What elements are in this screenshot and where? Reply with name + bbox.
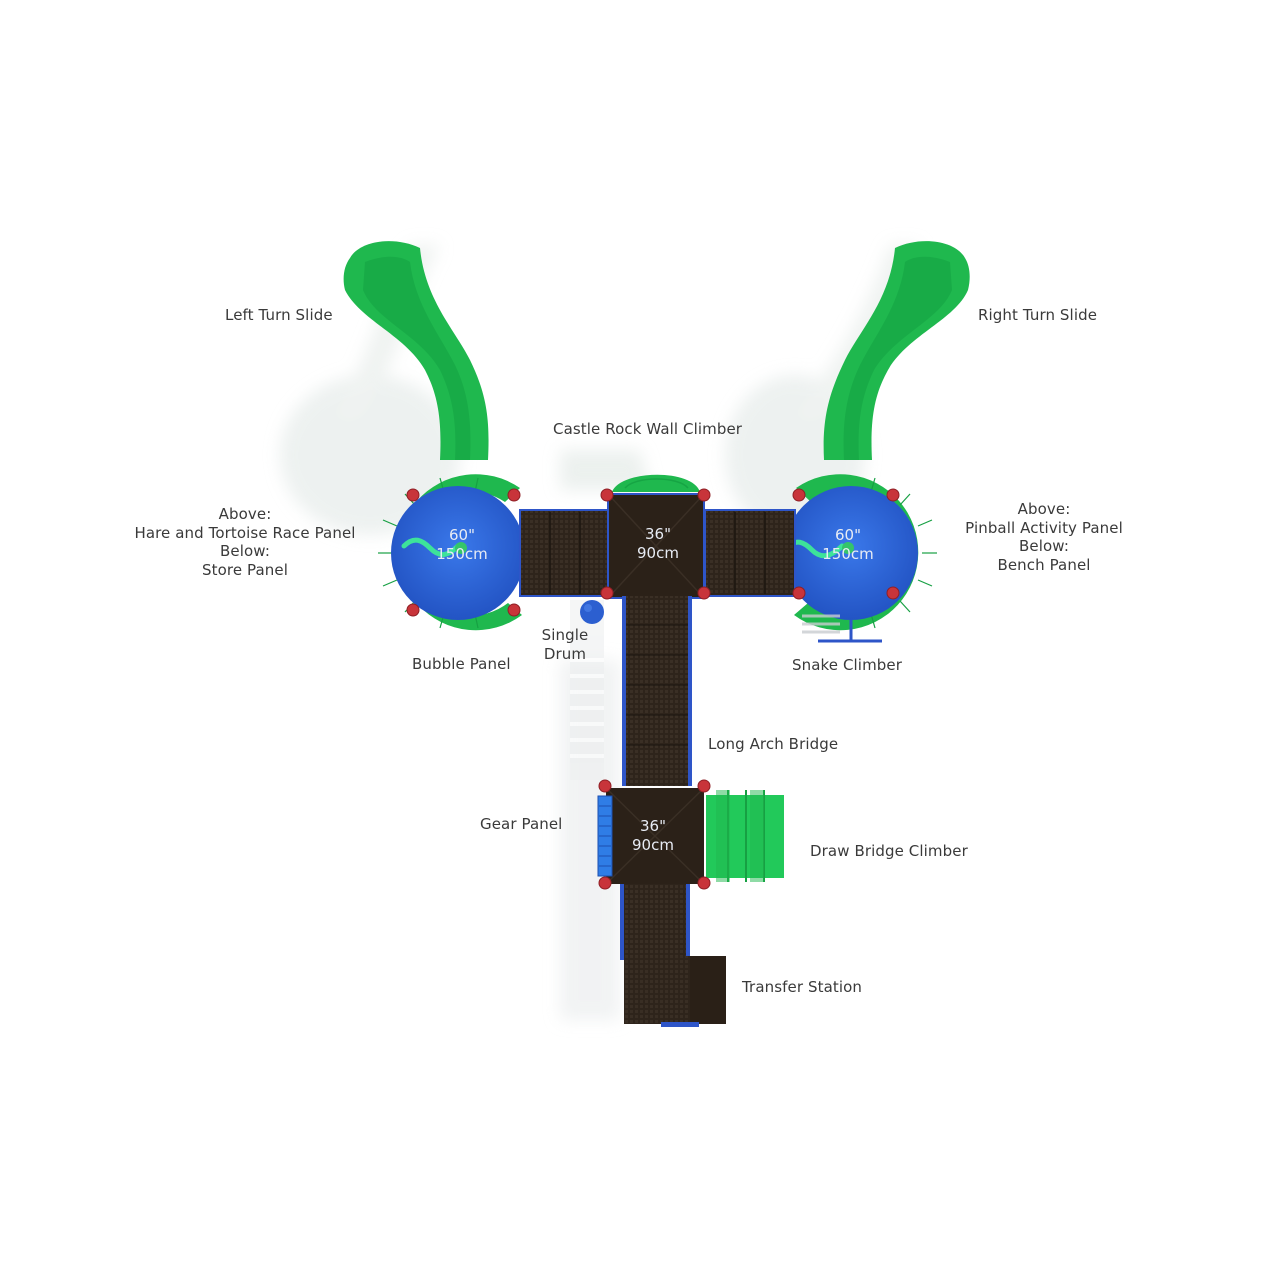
single-drum-line2: Drum bbox=[543, 644, 587, 663]
left-panels-label: Above: Hare and Tortoise Race Panel Belo… bbox=[130, 505, 360, 579]
top-deck-dimension: 36" 90cm bbox=[626, 525, 690, 563]
single-drum-line1: Single bbox=[541, 626, 589, 644]
snake-climber-label: Snake Climber bbox=[792, 656, 903, 674]
left-below-panel: Store Panel bbox=[202, 560, 288, 579]
castle-rock-wall-climber-label: Castle Rock Wall Climber bbox=[553, 420, 743, 438]
right-deck-cm: 150cm bbox=[822, 545, 874, 563]
ladder-shadow bbox=[570, 600, 604, 780]
single-drum-label: Single Drum bbox=[540, 626, 590, 663]
castle-rock-wall-dome bbox=[612, 474, 700, 492]
single-drum-shape bbox=[580, 600, 604, 624]
snake-climber-stand bbox=[802, 614, 882, 643]
transfer-station-label: Transfer Station bbox=[742, 978, 863, 996]
right-deck-dimension: 60" 150cm bbox=[816, 526, 880, 564]
top-deck-cm: 90cm bbox=[637, 544, 679, 562]
right-bridge bbox=[704, 509, 796, 597]
left-deck-inches: 60" bbox=[449, 526, 475, 544]
right-deck-inches: 60" bbox=[835, 526, 861, 544]
left-below-title: Below: bbox=[220, 542, 270, 560]
corner-posts bbox=[406, 488, 900, 890]
lower-deck-inches: 36" bbox=[640, 817, 666, 835]
right-above-title: Above: bbox=[1017, 500, 1071, 518]
left-deck-cm: 150cm bbox=[436, 545, 488, 563]
bubble-panel-label: Bubble Panel bbox=[412, 655, 511, 673]
right-panels-label: Above: Pinball Activity Panel Below: Ben… bbox=[960, 500, 1128, 574]
left-bridge bbox=[519, 509, 611, 597]
right-below-title: Below: bbox=[1019, 537, 1069, 555]
right-above-panel: Pinball Activity Panel bbox=[965, 518, 1123, 537]
right-turn-slide-label: Right Turn Slide bbox=[978, 306, 1098, 324]
left-above-panel: Hare and Tortoise Race Panel bbox=[134, 523, 356, 542]
right-below-panel: Bench Panel bbox=[997, 555, 1091, 574]
gear-panel-label: Gear Panel bbox=[480, 815, 563, 833]
long-arch-bridge bbox=[624, 596, 690, 786]
left-above-title: Above: bbox=[218, 505, 272, 523]
lower-deck-dimension: 36" 90cm bbox=[621, 817, 685, 855]
top-deck-inches: 36" bbox=[645, 525, 671, 543]
lower-deck-cm: 90cm bbox=[632, 836, 674, 854]
lower-bridge bbox=[622, 884, 688, 956]
left-deck-dimension: 60" 150cm bbox=[430, 526, 494, 564]
draw-bridge-climber-label: Draw Bridge Climber bbox=[810, 842, 968, 860]
left-turn-slide-label: Left Turn Slide bbox=[225, 306, 333, 324]
long-arch-bridge-label: Long Arch Bridge bbox=[708, 735, 839, 753]
left-snake-mark bbox=[401, 537, 461, 557]
